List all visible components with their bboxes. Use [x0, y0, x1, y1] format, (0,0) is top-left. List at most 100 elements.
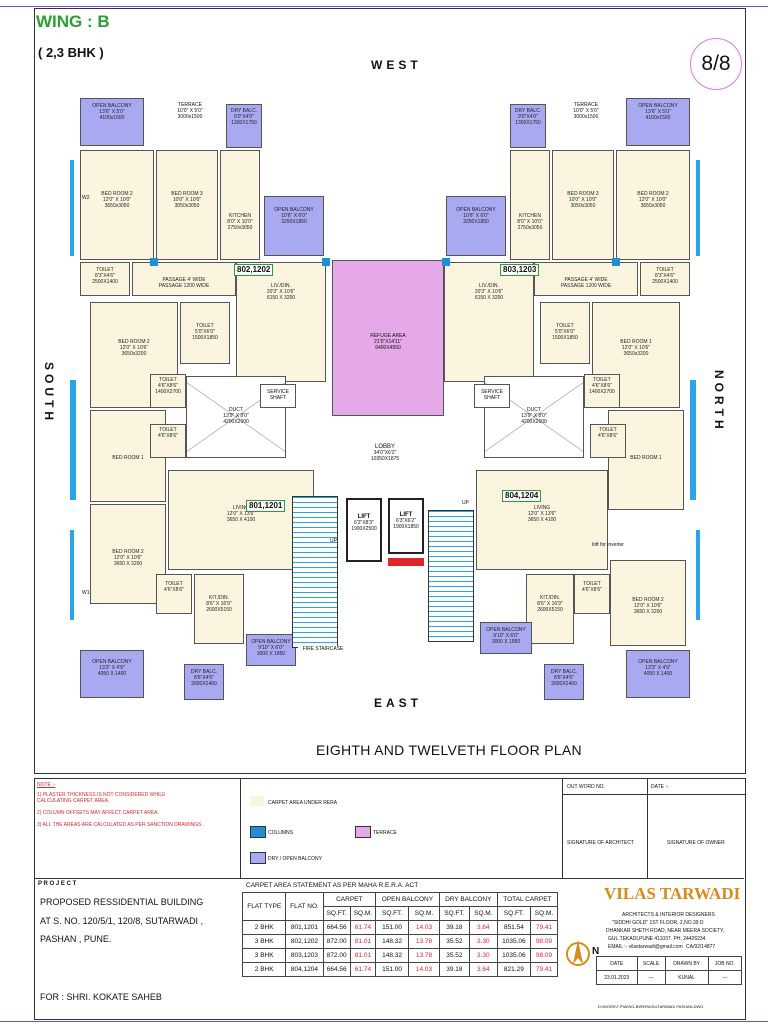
unit-sqm: SQ.M.: [349, 906, 377, 921]
toilet-ne-mm: 2500X1400: [652, 279, 678, 285]
kitchen-nw-dim: 8'0" X 10'0": [227, 219, 253, 225]
toilet-sw-c-label: TOILET: [165, 581, 183, 587]
service-shaft-e-label: SERVICE SHAFT: [481, 389, 503, 401]
lift-shaft-marker: [388, 558, 424, 566]
bed-room-3-ne: BED ROOM 3 10'0" X 10'0" 3050x3050: [552, 150, 614, 260]
open-balcony-ne-mid-mm: 3250X1850: [463, 219, 489, 225]
refuge-area-dim: 21'0"X14'11": [374, 339, 402, 345]
column-1: [150, 258, 158, 266]
cell: 148.32: [375, 948, 410, 963]
bed-room-3-ne-label: BED ROOM 3: [567, 191, 599, 197]
kitchen-nw-label: KITCHEN: [229, 213, 251, 219]
lobby-label: LOBBY: [374, 444, 395, 450]
terrace-nw-label: TERRACE: [178, 102, 202, 108]
architect-line-2: "SIDDHI GOLD" 1ST FLOOR, 2,NO.39 D: [612, 920, 704, 926]
architect-line-4: GUL.TEKADI,PUNE 411037. PH. 24426234: [608, 936, 706, 942]
open-balcony-sw-east-mm: 3000 X 1850: [256, 651, 286, 657]
titleblock-table: DATE SCALE DRAWN BY JOB NO. 23.01.2023 -…: [596, 956, 743, 985]
bed-room-2-se-label: BED ROOM 2: [632, 597, 664, 603]
legend-swatch-columns: [250, 826, 266, 838]
toilet-w-b-dim: 4'6"X8'6": [158, 433, 178, 439]
toilet-w-b: TOILET 4'6"X8'6": [150, 424, 186, 458]
living-sw-mm: 3650 X 4100: [226, 517, 256, 523]
toilet-sw-a: TOILET 4'6"X8'6" 1400X2700: [150, 374, 186, 408]
terrace-ne-label: TERRACE: [574, 102, 598, 108]
unit-sqft: SQ.FT.: [375, 906, 410, 921]
open-balcony-ne-mid-dim: 10'6" X 6'0": [463, 213, 489, 219]
passage-ne-mm: PASSAGE 1200 WIDE: [560, 283, 612, 289]
window-west-1: [70, 160, 74, 256]
stair-west: [292, 496, 338, 648]
bed-room-2-sw-dim: 12'0" X 10'6": [113, 555, 143, 561]
notes-title: NOTE :-: [37, 782, 56, 788]
cell: 81.01: [349, 948, 377, 963]
bed-room-2-ne-dim: 12'0" X 10'0": [638, 197, 668, 203]
signature-box: OUT WORD NO. DATE :- SIGNATURE OF ARCHIT…: [562, 778, 745, 878]
toilet-sw-c: TOILET 4'6"X8'6": [156, 574, 192, 614]
terrace-nw-mm: 3000x1500: [177, 114, 203, 120]
terrace-nw-dim: 10'0" X 5'0": [177, 108, 203, 114]
open-balcony-sw-east: OPEN BALCONY 9'10" X 6'0" 3000 X 1850: [246, 634, 296, 666]
tb-job-value: ---: [707, 970, 743, 985]
open-balcony-se-east-label: OPEN BALCONY: [486, 627, 526, 633]
architect-line-3: DHANKAR SHETH ROAD, NEAR MEERA SOCIETY,: [606, 928, 725, 934]
legend-carpet: CARPET AREA UNDER RERA: [268, 800, 338, 806]
stair-east: [428, 510, 474, 642]
dry-balcony-ne-dim: 9'0"X4'0": [518, 114, 538, 120]
open-balcony-ne: OPEN BALCONY 13'6" X 5'0" 4100x1500: [626, 98, 690, 146]
living-sw-dim: 12'0" X 13'6": [226, 511, 256, 517]
toilet-e-b: TOILET 4'6"X8'6": [590, 424, 626, 458]
bed-room-2-ne-label: BED ROOM 2: [637, 191, 669, 197]
lift-1: LIFT 6'3"X8'3" 1900X2500: [346, 498, 382, 562]
bed-room-3-nw-mm: 3050x3050: [174, 203, 200, 209]
notes-box: NOTE :- 1) PLASTER THICKNESS IS NOT CONS…: [34, 778, 241, 878]
architect-line-1: ARCHITECTS & INTERIOR DESIGNERS: [622, 912, 715, 918]
service-shaft-w: SERVICE SHAFT: [260, 384, 296, 408]
tb-date-value: 23.01.2023: [596, 970, 638, 985]
open-balcony-ne-dim: 13'6" X 5'0": [645, 109, 671, 115]
toilet-se-c: TOILET 4'6"X8'6": [574, 574, 610, 614]
cell: 81.01: [349, 934, 377, 949]
col-flat-no: FLAT NO.: [285, 892, 324, 921]
lift-2-dim: 6'3"X6'2": [396, 518, 416, 524]
cell: 79.41: [530, 962, 558, 977]
dry-balcony-sw-label: DRY BALC.: [190, 669, 218, 675]
north-label: NORTH: [712, 370, 726, 436]
terrace-ne: TERRACE 10'0" X 5'0" 3000x1500: [556, 98, 616, 142]
open-balcony-sw-dim: 13'3" X 4'9": [99, 665, 125, 671]
legend-terrace: TERRACE: [373, 830, 397, 836]
kit-din-se-mm: 2600X5150: [537, 607, 563, 613]
bed-room-3-nw-dim: 10'0" X 10'0": [172, 197, 202, 203]
toilet-sw-c-dim: 4'6"X8'6": [164, 587, 184, 593]
window-north-1: [690, 380, 696, 500]
living-sw: LIVING 12'0" X 13'6" 3650 X 4100: [168, 470, 314, 570]
toilet-nw-2-label: TOILET: [196, 323, 214, 329]
legend-swatch-carpet: [250, 796, 264, 806]
bed-room-3-nw: BED ROOM 3 10'0" X 10'0" 3050x3050: [156, 150, 218, 260]
liv-din-nw: LIV./DIN. 20'3" X 10'6" 6150 X 3200: [236, 262, 326, 382]
cell: 98.09: [530, 948, 558, 963]
dry-balcony-se-mm: 2600X1400: [551, 681, 577, 687]
bed-room-2-nw: BED ROOM 2 12'0" X 10'0" 3650x3050: [80, 150, 154, 260]
bed-room-2-ne: BED ROOM 2 12'0" X 10'0" 3650x3050: [616, 150, 690, 260]
bed-room-1-ne-dim: 12'0" X 10'6": [621, 345, 651, 351]
legend-swatch-terrace: [355, 826, 371, 838]
unit-sqm: SQ.M.: [408, 906, 440, 921]
cell: 3.30: [468, 948, 498, 963]
toilet-sw-a-label: TOILET: [159, 377, 177, 383]
liv-din-ne: LIV./DIN. 20'3" X 10'6" 6150 X 3200: [444, 262, 534, 382]
bed-room-2-nw-dim: 12'0" X 10'0": [102, 197, 132, 203]
open-balcony-nw-mid-mm: 3250X1850: [281, 219, 307, 225]
open-balcony-nw-dim: 13'6" X 5'0": [99, 109, 125, 115]
cell: 802,1202: [285, 934, 324, 949]
open-balcony-ne-mid: OPEN BALCONY 10'6" X 6'0" 3250X1850: [446, 196, 506, 256]
project-label: P R O J E C T: [38, 881, 77, 887]
toilet-ne-2-label: TOILET: [556, 323, 574, 329]
passage-ne-label: PASSAGE 4' WIDE: [564, 277, 608, 283]
block-divider: [34, 878, 744, 879]
kitchen-ne-dim: 8'0" X 10'0": [517, 219, 543, 225]
service-shaft-w-label: SERVICE SHAFT: [267, 389, 289, 401]
dry-balcony-se-dim: 8'6"X4'6": [554, 675, 574, 681]
legend-balcony: DRY / OPEN BALCONY: [268, 856, 322, 862]
toilet-ne: TOILET 8'3"X4'6" 2500X1400: [640, 262, 690, 296]
